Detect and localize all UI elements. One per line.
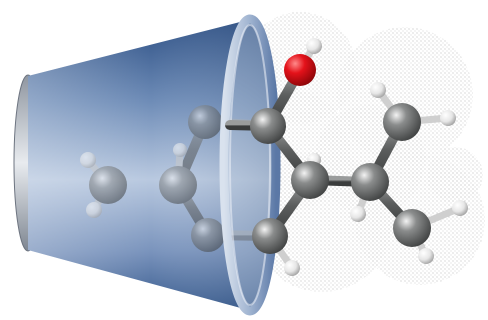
oxygen-atom <box>284 54 316 86</box>
hydrogen-atom <box>350 206 366 222</box>
guest-molecule <box>225 38 468 276</box>
carbon-atom <box>250 108 286 144</box>
hydrogen-atom <box>418 248 434 264</box>
hydrogen-atom <box>452 200 468 216</box>
hydrogen-atom <box>284 260 300 276</box>
hydrogen-atom <box>370 82 386 98</box>
hydrogen-atom <box>306 38 322 54</box>
carbon-atom <box>383 103 421 141</box>
carbon-atom <box>291 161 329 199</box>
cone-rim <box>219 14 281 316</box>
carbon-atom <box>252 218 288 254</box>
carbon-atom <box>393 209 431 247</box>
carbon-atom <box>351 163 389 201</box>
hydrogen-atom <box>440 110 456 126</box>
